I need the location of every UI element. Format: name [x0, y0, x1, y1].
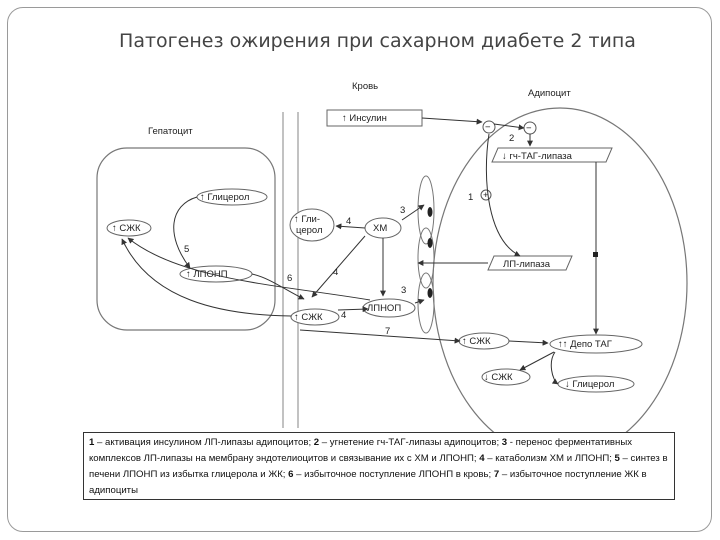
ffa-hepatocyte-node [106, 219, 152, 237]
inhibition-arrow [493, 123, 525, 131]
catabolism-arrow-4a [335, 223, 366, 230]
lp-lipase-box [487, 255, 573, 271]
caption-number: 7 [493, 469, 500, 480]
glycerol-out-arrow [550, 351, 559, 385]
depot-tag-label: ↑↑ Депо ТАГ [558, 339, 612, 350]
step-label: 5 [184, 244, 189, 255]
caption-number: 6 [288, 469, 294, 480]
region-label-hepatocyte: Гепатоцит [148, 126, 193, 137]
glycerol-blood-node [289, 208, 335, 242]
step-label: 1 [468, 192, 473, 203]
region-label-blood: Кровь [352, 81, 378, 92]
caption-text: – угнетение гч-ТАГ-липазы адипоцитов; [319, 437, 502, 448]
transfer-arrow-3a [401, 204, 425, 221]
caption-number: 3 [501, 437, 508, 448]
lpl-complex-dot [427, 288, 433, 298]
insulin-arrow [421, 117, 483, 125]
catabolism-arrow-4d [337, 306, 369, 313]
ffa-influx-arrow-7 [299, 329, 461, 344]
caption-text: - перенос ферментативных комплексов ЛП-л… [89, 437, 633, 464]
step-label: 4 [333, 267, 338, 278]
inhibition-mark [482, 120, 496, 134]
hs-tag-lipase-box [491, 147, 613, 163]
step-label: 4 [341, 310, 346, 321]
caption-text: – избыточное поступление ЖК в адипоциты [89, 469, 647, 496]
ffa-return-arrow [121, 238, 292, 317]
ffa-adipocyte-out-node [481, 368, 531, 386]
caption-number: 5 [614, 453, 620, 464]
lpl-complex-dot [427, 207, 433, 217]
vldl-hepatocyte-label: ↑ ЛПОНП [186, 269, 228, 280]
secretion-arrow-6 [251, 273, 305, 300]
glycerol-hepatocyte-label: ↑ Глицерол [200, 192, 249, 203]
chylomicron-label: ХМ [373, 223, 387, 234]
ffa-blood-node [290, 308, 340, 326]
endothelial-cell [417, 227, 435, 289]
endothelial-cell [417, 272, 435, 334]
hs-tag-lipase-label: ↓ гч-ТАГ-липаза [502, 151, 573, 162]
ffa-hepatocyte-label: ↑ СЖК [112, 223, 141, 234]
caption-number: 2 [313, 437, 320, 448]
step-label: 2 [509, 133, 514, 144]
step-label: 3 [400, 205, 405, 216]
hepatocyte-cell [96, 147, 276, 331]
caption-number: 1 [89, 437, 95, 448]
lipolysis-out-arrow [519, 351, 555, 371]
lpl-complex-dot [427, 238, 433, 248]
region-label-adipocyte: Адипоцит [528, 88, 571, 99]
step-label: 3 [401, 285, 406, 296]
inhibition-sign: − [485, 122, 491, 133]
activation-arrow [485, 133, 521, 257]
caption-text: – активация инсулином ЛП-липазы адипоцит… [94, 437, 314, 448]
slide-title: Патогенез ожирения при сахарном диабете … [119, 30, 636, 52]
esterification-arrow [508, 339, 549, 346]
caption-text: – синтез в печени ЛПОНП из избытка глице… [89, 453, 668, 480]
glycerol-blood-label: ↑ Гли- [294, 214, 320, 225]
step-label: 6 [287, 273, 292, 284]
catabolism-arrow-4b [311, 235, 366, 298]
step-label: 4 [346, 216, 351, 227]
ffa-adipocyte-in-label: ↑ СЖК [462, 336, 491, 347]
depot-tag-node [549, 334, 643, 354]
caption-number: 4 [479, 453, 485, 464]
transfer-arrow-3b [414, 298, 425, 305]
caption-text: – избыточное поступление ЛПОНП в кровь; [293, 469, 494, 480]
step-label: 7 [385, 326, 390, 337]
ffa-adipocyte-out-label: ↓ СЖК [484, 372, 513, 383]
activation-sign: + [483, 190, 489, 201]
synthesis-arrow-5 [173, 196, 198, 269]
caption-text: – катаболизм ХМ и ЛПОНП; [484, 453, 615, 464]
vldl-blood-label: ЛПНОП [367, 303, 401, 314]
glycerol-blood-label: церол [296, 225, 323, 236]
inhibition-sign: − [526, 123, 532, 134]
insulin-label: ↑ Инсулин [342, 113, 387, 124]
vldl-return-arrow [127, 237, 371, 301]
pathway-arrows [121, 117, 599, 385]
lp-lipase-label: ЛП-липаза [503, 259, 551, 270]
block-mark [593, 252, 598, 257]
legend-caption: 1 – активация инсулином ЛП-липазы адипоц… [83, 432, 675, 500]
ffa-blood-label: ↑ СЖК [294, 312, 323, 323]
glycerol-adipocyte-label: ↓ Глицерол [565, 379, 614, 390]
